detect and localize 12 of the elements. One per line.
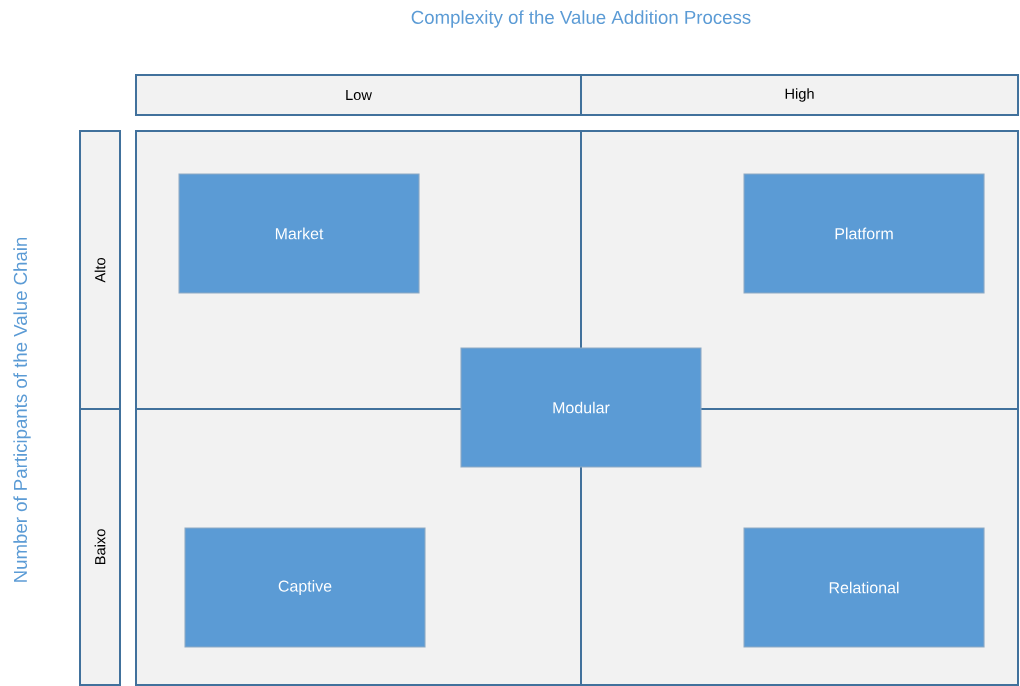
category-box: Captive: [184, 527, 426, 648]
category-box: Market: [178, 173, 420, 294]
axis-title: Complexity of the Value Addition Process: [411, 10, 751, 28]
node-label: Baixo: [94, 529, 106, 565]
category-box: Modular: [460, 347, 702, 468]
column-header: Low: [135, 74, 582, 116]
row-header: Baixo: [79, 408, 121, 686]
row-header: Alto: [79, 130, 121, 410]
axis-title: Number of Participants of the Value Chain: [13, 237, 31, 582]
category-box: Platform: [743, 173, 985, 294]
column-header: High: [580, 74, 1019, 116]
category-box: Relational: [743, 527, 985, 648]
